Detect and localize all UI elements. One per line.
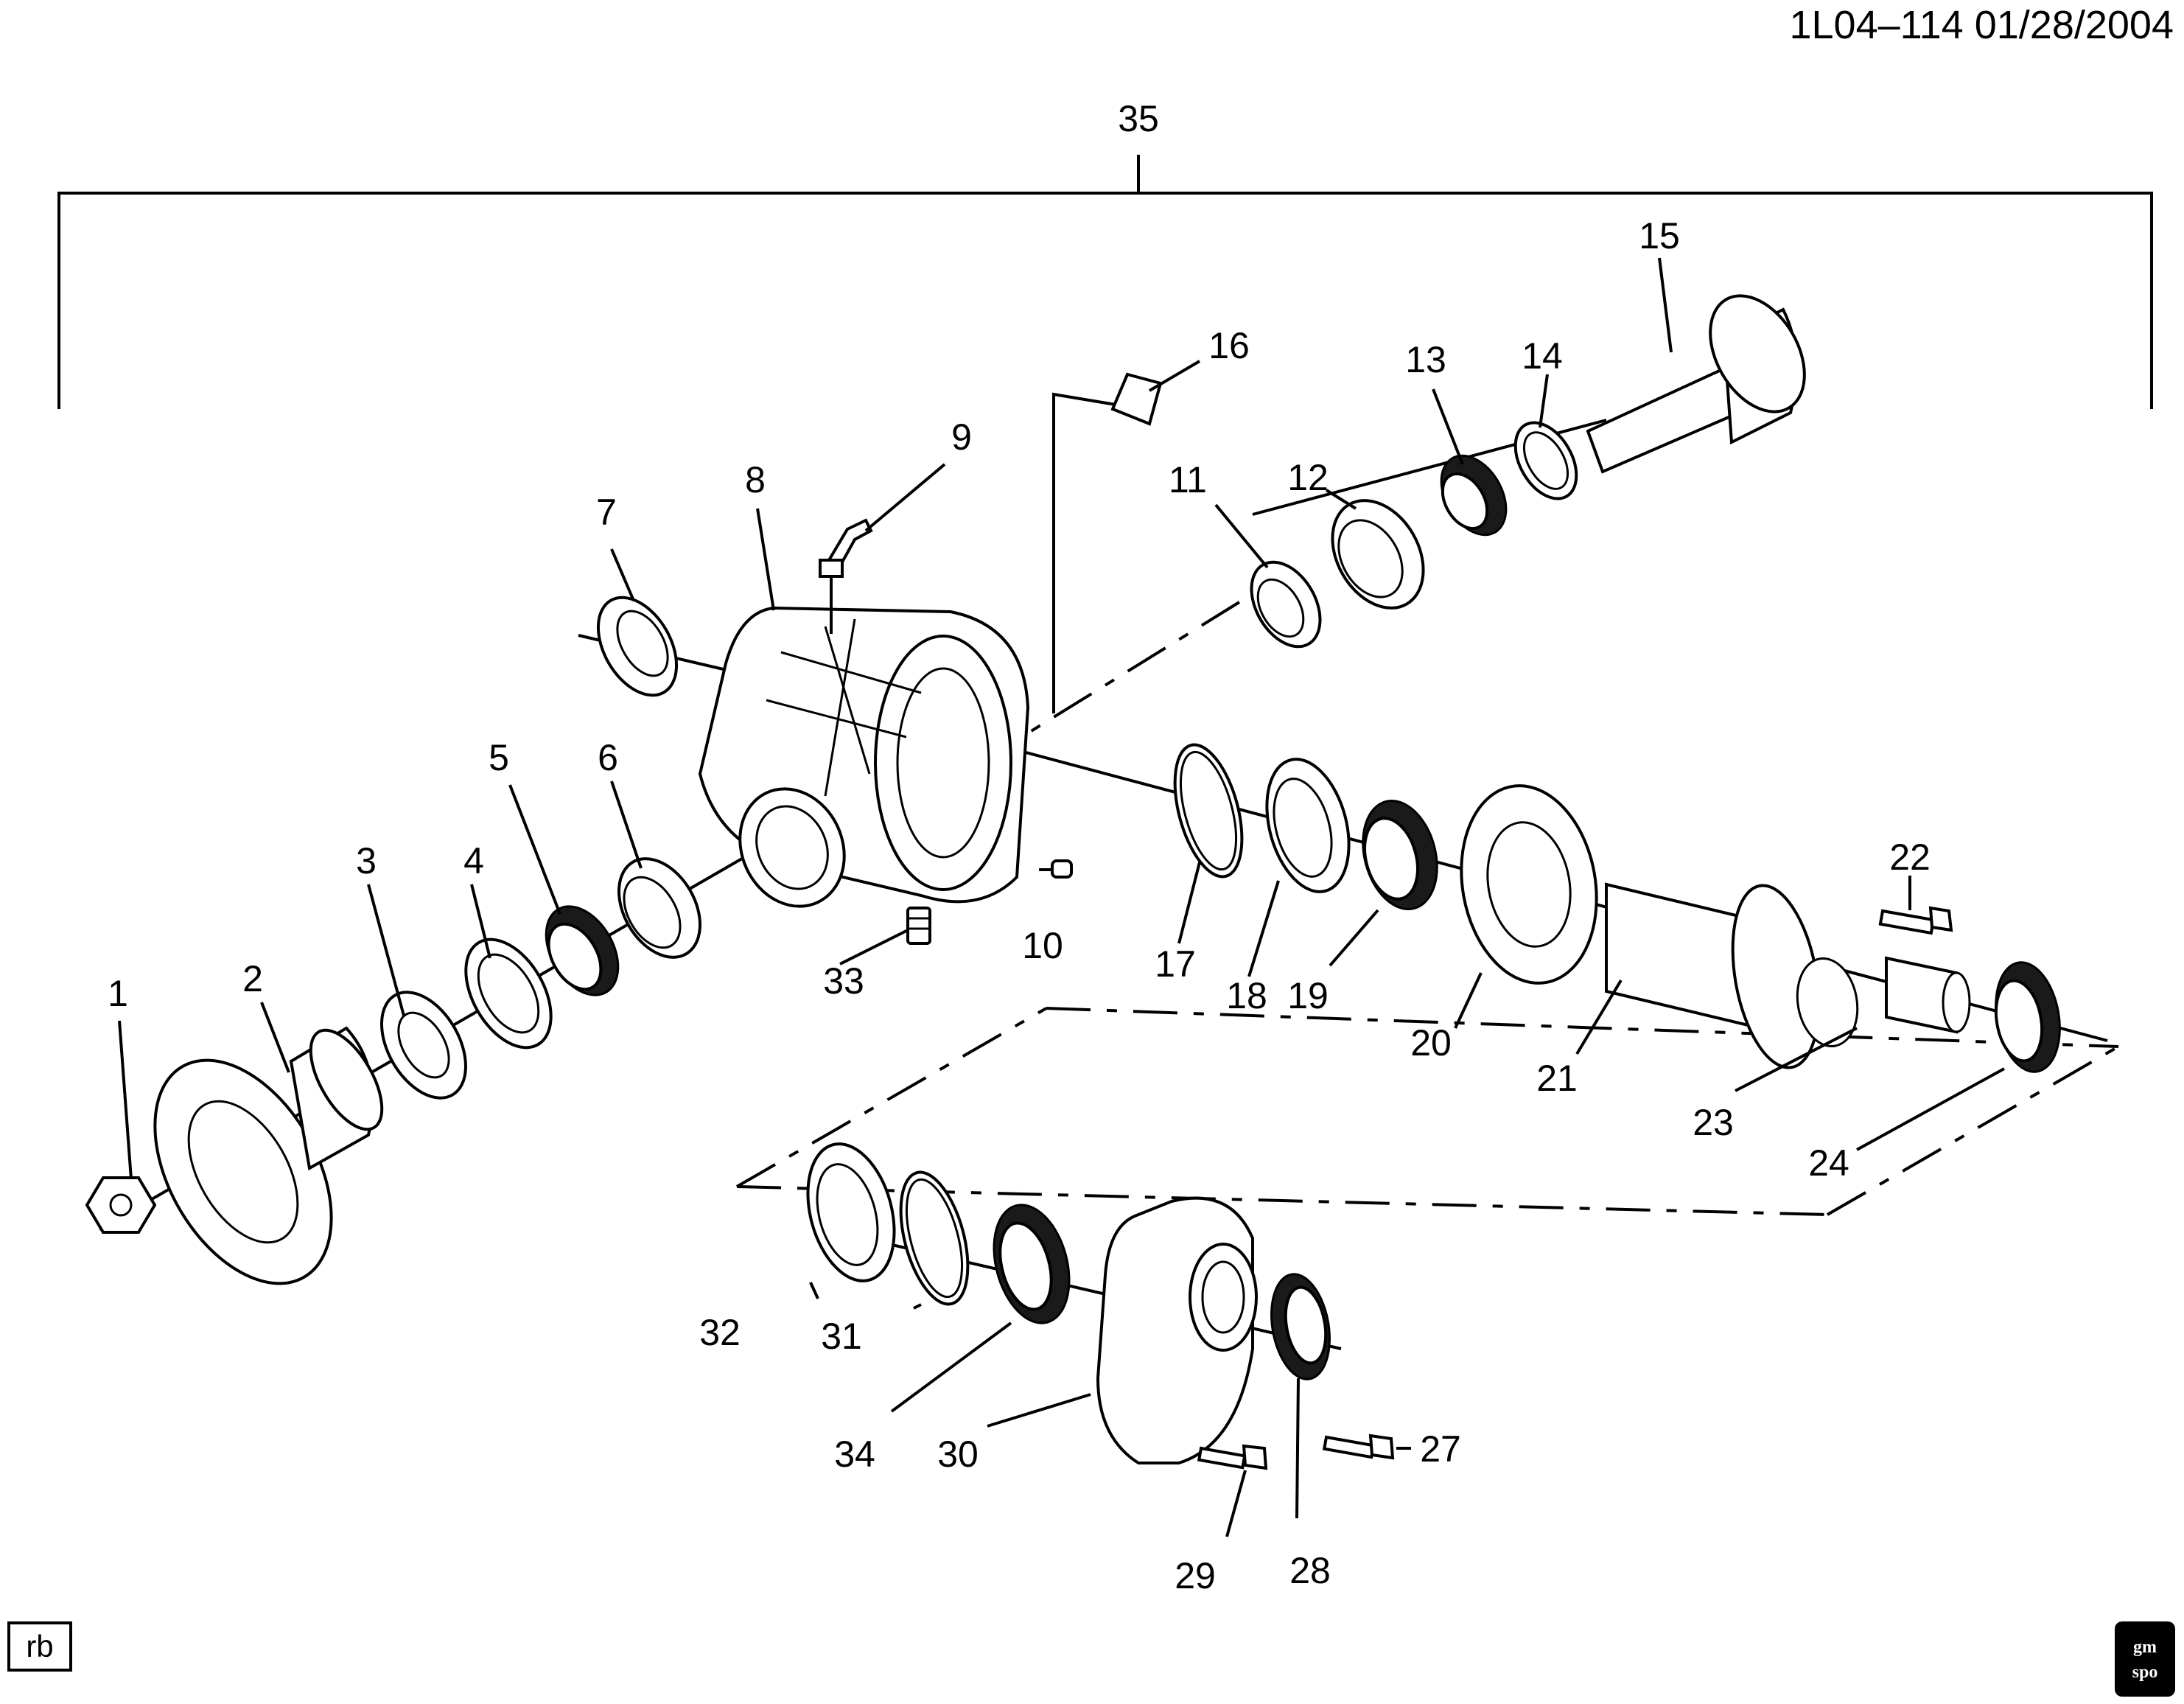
part-11-seal [1250,560,1322,649]
leader-lines [118,257,2005,1537]
part-13-bearing [1440,454,1508,537]
part-27-bolt [1322,1434,1395,1460]
callout-6: 6 [598,737,618,778]
callout-30: 30 [937,1434,979,1475]
callout-5: 5 [489,737,509,778]
part-28-seal [1270,1273,1331,1380]
callout-16: 16 [1208,325,1250,366]
callout-20: 20 [1410,1022,1452,1064]
callout-33: 33 [823,960,864,1002]
callout-3: 3 [356,840,377,881]
callout-19: 19 [1287,975,1329,1016]
logo-line-1: gm [2133,1638,2157,1657]
part-15-pinion [1586,294,1806,474]
part-10-dowel [1051,859,1073,879]
part-32-cup [806,1142,896,1282]
part-1-nut [85,1176,157,1234]
callout-1: 1 [108,973,128,1014]
callout-34: 34 [834,1434,875,1475]
callout-28: 28 [1289,1550,1331,1591]
callout-22: 22 [1889,837,1931,878]
callout-23: 23 [1693,1102,1734,1143]
part-31-ring [899,1170,970,1306]
diagram-code: 1L04–114 01/28/2004 [1789,3,2174,47]
part-33-plug [906,907,931,945]
part-14-spacer [1513,421,1578,500]
stamp-box: rb [7,1621,72,1672]
callout-31: 31 [821,1316,862,1357]
part-5-bearing [545,905,620,996]
logo-line-2: spo [2132,1663,2158,1682]
callout-29: 29 [1175,1555,1216,1596]
part-9-vent [819,518,873,634]
callout-32: 32 [699,1312,741,1353]
part-16-bracket [1110,372,1163,426]
callout-14: 14 [1522,335,1563,377]
part-8-housing [698,606,1030,908]
stamp-text: rb [26,1629,53,1663]
part-4-shim [464,937,553,1050]
part-30-cover [1096,1196,1258,1464]
assembly-bracket: 35 [57,98,2153,409]
callout-27: 27 [1420,1428,1461,1470]
part-19-bearing [1362,799,1438,911]
part-23-sleeve [1885,956,1971,1034]
part-22-bolt [1878,906,1953,935]
callout-12: 12 [1287,457,1329,498]
part-18-cup [1265,758,1351,893]
callout-24: 24 [1808,1142,1849,1184]
part-6-cup [617,857,701,959]
part-24-bearing [1994,961,2061,1073]
callout-35: 35 [1118,98,1159,139]
callout-11: 11 [1169,459,1207,500]
callout-2: 2 [242,958,263,999]
callout-labels: 1 2 3 4 5 6 7 8 9 10 11 12 13 14 15 16 1… [108,215,1931,1596]
callout-9: 9 [951,416,972,458]
callout-18: 18 [1226,975,1267,1016]
part-20-ring-gear [1460,784,1598,985]
part-34-seal [993,1204,1071,1324]
part-29-bolt [1197,1444,1268,1470]
callout-7: 7 [596,492,617,533]
part-3-seal [380,991,467,1100]
callout-4: 4 [463,840,484,881]
callout-10: 10 [1022,925,1063,966]
gm-spo-logo: gm spo [2115,1621,2175,1697]
axis-lines [99,392,2108,1350]
part-12-cup [1331,499,1425,610]
callout-21: 21 [1536,1058,1578,1099]
callout-17: 17 [1155,943,1196,985]
callout-15: 15 [1639,215,1680,256]
part-17-ring [1173,743,1244,879]
part-7-seal [596,596,679,697]
part-2-flange [153,1026,384,1285]
part-21-case [1605,882,1859,1069]
callout-8: 8 [745,459,766,500]
callout-13: 13 [1405,339,1446,380]
